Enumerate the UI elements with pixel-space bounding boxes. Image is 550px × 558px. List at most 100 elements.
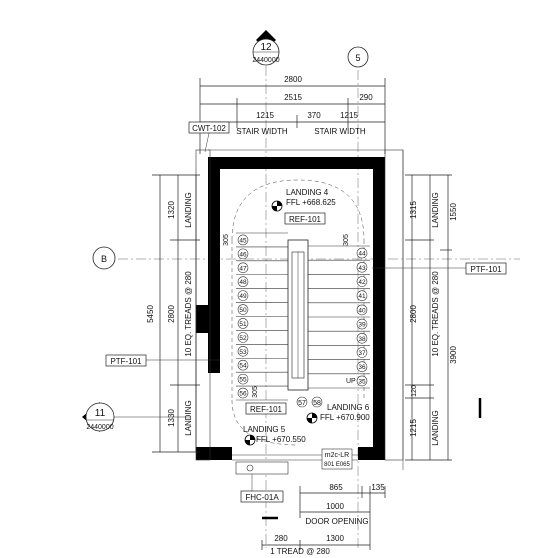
svg-text:m2c-LR: m2c-LR	[325, 452, 350, 459]
dim-flight-right: 1215	[340, 111, 358, 120]
right-landing-label-top: LANDING	[431, 192, 440, 228]
step-number-left: 52	[239, 335, 247, 342]
dim-left-overall: 5450	[146, 305, 155, 323]
tread-note: 1 TREAD @ 280	[270, 547, 330, 556]
dim-right-landing-bottom: 1215	[409, 419, 418, 437]
svg-text:PTF-101: PTF-101	[470, 265, 502, 274]
dim-right-small: 120	[411, 385, 418, 397]
section-sheet-ref: 2440000	[86, 424, 113, 431]
up-arrow-label: UP	[346, 378, 356, 385]
step-number-left: 51	[239, 321, 247, 328]
grid-letter-b: B	[101, 254, 107, 264]
step-number-right: 39	[358, 322, 366, 329]
grid-marker-12: 12 2440000	[252, 30, 280, 66]
svg-text:58: 58	[313, 400, 321, 407]
landing-6-name: LANDING 6	[327, 403, 370, 412]
tag-ref-101-bottom: REF-101	[245, 402, 287, 415]
stair-width-right: STAIR WIDTH	[314, 127, 366, 136]
grid-marker-5: 5	[347, 46, 369, 68]
right-flight-treads	[308, 245, 370, 389]
dim-left-flight: 2800	[167, 305, 176, 323]
svg-text:57: 57	[298, 400, 306, 407]
level-marker-landing-6	[306, 412, 318, 424]
step-number-circle	[356, 347, 368, 358]
dim-overall-width: 2800	[284, 75, 302, 84]
step-number-left: 48	[239, 279, 247, 286]
left-dimensions: 5450 1320 2800 1330 LANDING 10 EQ. TREAD…	[146, 174, 200, 453]
step-number-circle	[356, 318, 368, 330]
step-number-left: 55	[239, 377, 247, 384]
step-number-right: 41	[358, 293, 366, 300]
dim-bottom-1000: 1000	[326, 502, 344, 511]
right-dimensions: 1315 2800 120 1215 LANDING 10 EQ. TREADS…	[405, 174, 458, 461]
dim-right-flight: 2800	[409, 305, 418, 323]
dim-tread-right: 305	[343, 234, 350, 246]
svg-text:REF-101: REF-101	[289, 215, 322, 224]
dim-gap: 370	[307, 111, 321, 120]
step-number-left: 50	[239, 307, 247, 314]
left-treads-note: 10 EQ. TREADS @ 280	[184, 271, 193, 357]
stair-well	[287, 239, 309, 391]
dim-flight-left: 1215	[256, 111, 274, 120]
dim-left-landing-top: 1320	[167, 201, 176, 219]
tag-ptf-101-left: PTF-101	[105, 354, 220, 367]
step-number-left: 46	[239, 251, 247, 258]
right-landing-label-bottom: LANDING	[431, 410, 440, 446]
left-landing-label-top: LANDING	[184, 192, 193, 228]
dim-bottom-865: 865	[329, 483, 343, 492]
step-number-left: 56	[239, 391, 247, 398]
svg-text:CWT-102: CWT-102	[192, 124, 226, 133]
dim-wall-right: 290	[359, 93, 373, 102]
svg-text:PTF-101: PTF-101	[110, 357, 142, 366]
section-number: 11	[95, 408, 106, 419]
step-number-circle	[237, 332, 249, 343]
step-number-circle	[237, 304, 249, 315]
dim-bottom-280: 280	[274, 534, 288, 543]
grid-marker-b: B	[92, 246, 116, 270]
step-number-left: 45	[239, 237, 247, 244]
landing-5-ffl: FFL +670.550	[256, 435, 306, 444]
grid-sheet-ref: 2440000	[252, 57, 279, 64]
section-marker-11: 11 2440000	[82, 402, 190, 432]
dim-bottom-135: 135	[371, 483, 385, 492]
step-number-circle	[237, 387, 249, 399]
step-number-circle	[356, 332, 368, 344]
right-treads-note: 10 EQ. TREADS @ 280	[431, 271, 440, 357]
step-number-circle	[356, 304, 368, 316]
step-number-right: 43	[358, 265, 366, 272]
level-marker-landing-5	[244, 434, 256, 446]
landing-bottom-arc	[231, 399, 299, 446]
dim-right-landing-top: 1315	[409, 201, 418, 219]
step-number-circle	[356, 247, 368, 259]
step-number-right: 37	[358, 350, 366, 357]
grid-number-5: 5	[355, 53, 360, 63]
tag-ref-101-top: REF-101	[284, 212, 326, 225]
stair-width-left: STAIR WIDTH	[236, 127, 288, 136]
landing-4-name: LANDING 4	[286, 188, 329, 197]
dim-inner-width: 2515	[284, 93, 302, 102]
dim-right-overall: 3900	[449, 346, 458, 364]
step-number-circle	[237, 373, 249, 385]
svg-text:FHC-01A: FHC-01A	[245, 493, 279, 502]
svg-text:801 E065: 801 E065	[324, 462, 350, 468]
tag-cwt-102: CWT-102	[188, 121, 230, 153]
step-number-right: 44	[358, 251, 366, 258]
landing-6-ffl: FFL +670.900	[320, 413, 370, 422]
step-number-circle	[237, 318, 249, 329]
landing-top-arc	[231, 179, 365, 241]
tag-ptf-101-right: PTF-101	[372, 262, 507, 275]
step-number-left: 54	[239, 363, 247, 370]
dim-right-top-combined: 1550	[449, 203, 458, 221]
step-number-circle	[356, 375, 368, 387]
step-number-left: 53	[239, 349, 247, 356]
step-57-58-markers: 57 58	[296, 396, 323, 408]
step-number-right: 36	[358, 364, 366, 371]
bottom-dimensions: 865 135 1000 DOOR OPENING 280 1300 1 TRE…	[261, 483, 386, 556]
dim-bottom-1300: 1300	[326, 534, 344, 543]
step-number-circle	[237, 290, 249, 301]
step-number-circle	[237, 234, 249, 246]
step-number-circle	[237, 276, 249, 288]
tag-fhc-01a: FHC-01A	[240, 474, 284, 503]
